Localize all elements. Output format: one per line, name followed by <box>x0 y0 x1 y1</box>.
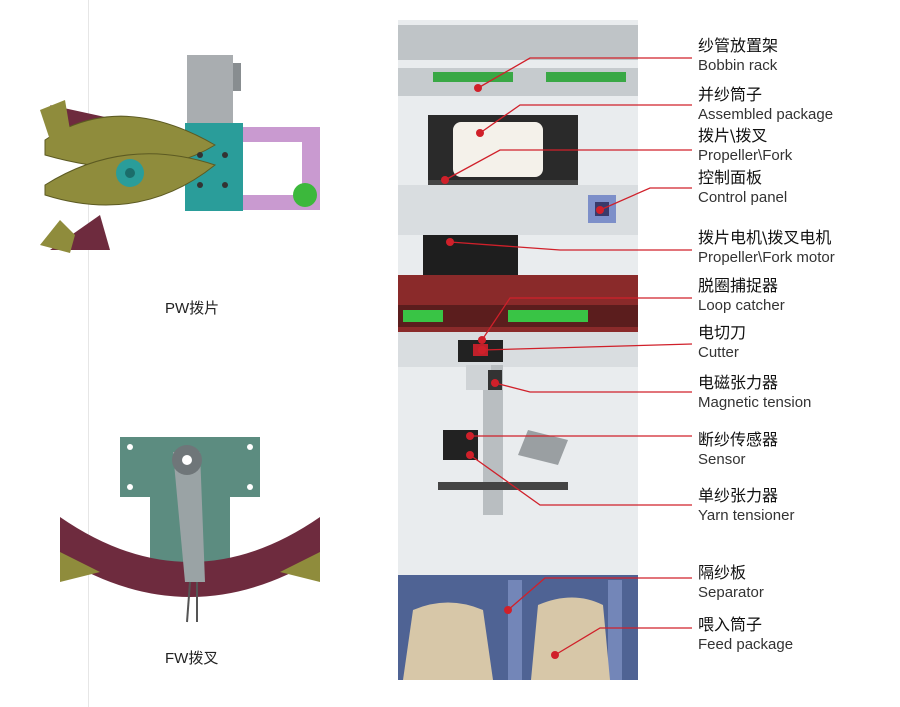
leader-propeller-fork <box>444 149 692 181</box>
label-control-panel: 控制面板 Control panel <box>698 168 788 206</box>
feed-package-left <box>403 602 493 680</box>
label-yarn-tensioner: 单纱张力器 Yarn tensioner <box>698 486 795 524</box>
label-cutter: 电切刀 Cutter <box>698 323 747 361</box>
fw-caption: FW拨叉 <box>165 650 219 667</box>
leader-cutter <box>481 343 693 351</box>
pw-propeller-illustration <box>40 55 320 253</box>
label-assembled-package: 并纱筒子 Assembled package <box>698 85 834 123</box>
fork-motor <box>423 235 518 275</box>
leader-separator <box>507 577 692 611</box>
motor-body <box>187 55 233 125</box>
label-bobbin-rack: 纱管放置架 Bobbin rack <box>698 36 779 74</box>
fork-arm <box>173 452 205 582</box>
feed-package-right <box>531 597 610 680</box>
leader-feed-package <box>554 627 692 656</box>
label-magnetic-tension: 电磁张力器 Magnetic tension <box>698 373 812 411</box>
label-separator: 隔纱板 Separator <box>698 563 764 601</box>
leader-yarn-tensioner <box>469 454 692 506</box>
leader-bobbin-rack <box>477 57 692 89</box>
label-loop-catcher: 脱圈捕捉器 Loop catcher <box>698 276 785 314</box>
bobbin-rack <box>398 25 638 60</box>
label-propeller-fork: 拨片\拨叉 Propeller\Fork <box>698 126 793 164</box>
leader-loop-catcher <box>481 297 692 341</box>
leader-control-panel <box>599 187 692 211</box>
fork-arc <box>60 517 320 597</box>
leader-assembled-package <box>479 104 692 134</box>
vertical-divider <box>88 0 89 707</box>
machine-illustration <box>398 20 638 680</box>
leader-fork-motor <box>449 241 692 251</box>
green-knob <box>293 183 317 207</box>
fw-fork-illustration <box>60 437 320 623</box>
leader-magnetic-tension <box>494 382 692 393</box>
label-fork-motor: 拨片电机\拨叉电机 Propeller\Fork motor <box>698 228 835 266</box>
yarn-tensioner <box>438 482 568 490</box>
label-sensor: 断纱传感器 Sensor <box>698 430 779 468</box>
label-feed-package: 喂入筒子 Feed package <box>698 615 794 653</box>
pw-caption: PW拨片 <box>165 300 220 317</box>
